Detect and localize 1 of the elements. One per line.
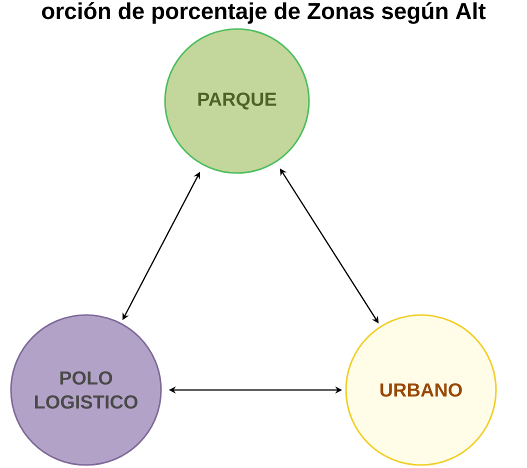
title: orción de porcentaje de Zonas según Alt <box>42 2 486 24</box>
